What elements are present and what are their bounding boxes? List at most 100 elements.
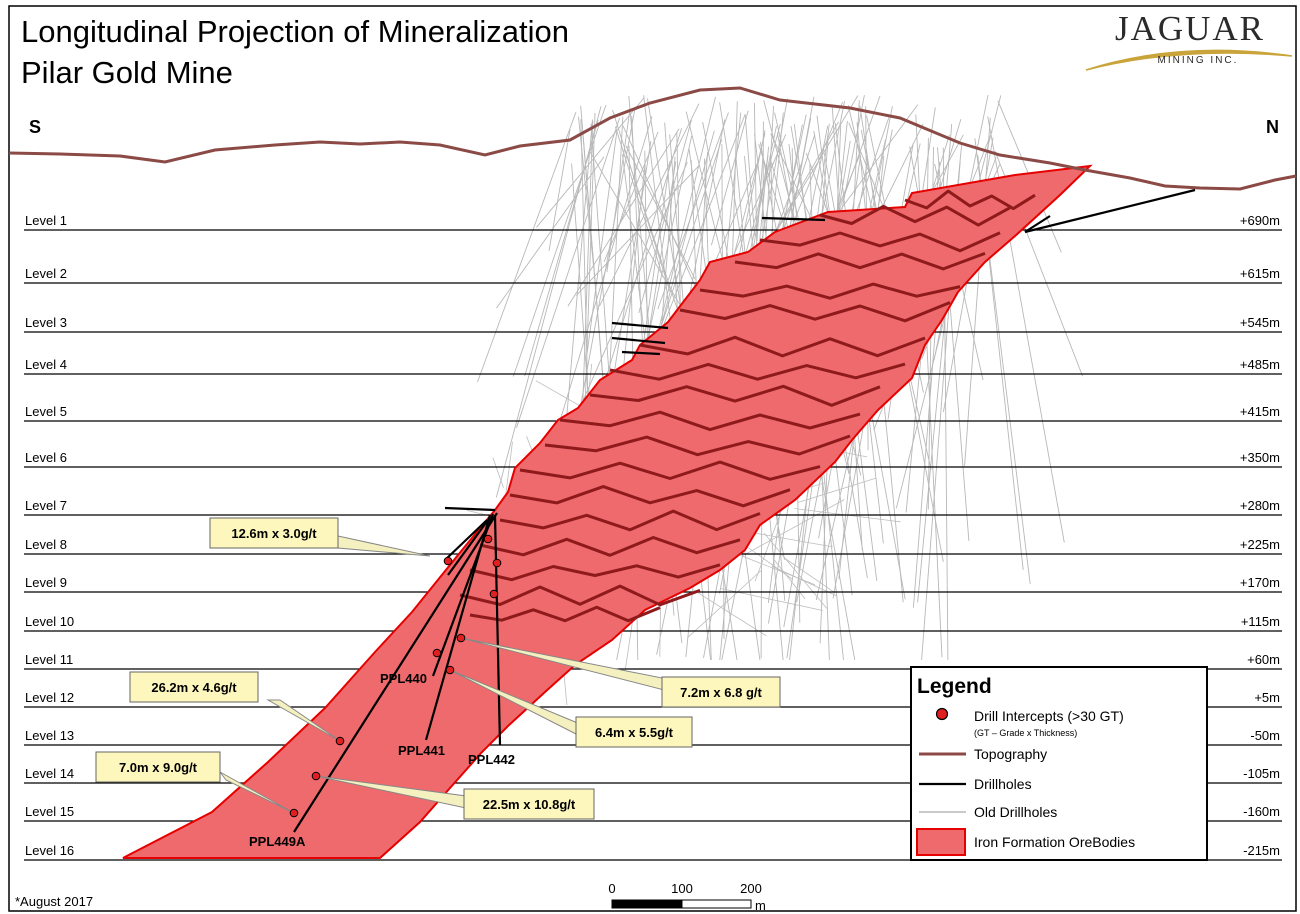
callouts-layer: 12.6m x 3.0g/t 26.2m x 4.6g/t 7.0m x 9.0… xyxy=(95,517,781,820)
level-elevation: +350m xyxy=(1240,450,1280,465)
level-label: Level 2 xyxy=(25,266,67,281)
drillhole-ppl440-c xyxy=(447,519,489,576)
ore-vein xyxy=(499,509,761,532)
ore-vein xyxy=(469,605,661,623)
ore-vein xyxy=(759,231,1001,253)
ore-vein xyxy=(509,485,791,508)
level-elevation: +280m xyxy=(1240,498,1280,513)
old-drillhole xyxy=(580,119,589,396)
old-drillhole xyxy=(512,104,607,377)
old-drillhole xyxy=(599,103,700,307)
intercept-marker xyxy=(311,771,321,781)
legend-label-old-drillholes: Old Drillholes xyxy=(974,804,1057,820)
callout-12-6: 12.6m x 3.0g/t xyxy=(209,517,339,549)
old-drillhole xyxy=(744,113,756,236)
old-drillhole xyxy=(567,128,680,307)
intercept-marker xyxy=(456,633,466,643)
level-elevation: +5m xyxy=(1254,690,1280,705)
level-elevation: +545m xyxy=(1240,315,1280,330)
callout-label: 26.2m x 4.6g/t xyxy=(151,680,237,695)
ore-vein xyxy=(609,362,906,381)
level-label: Level 13 xyxy=(25,728,74,743)
level-label: Level 8 xyxy=(25,537,67,552)
old-drillhole xyxy=(710,110,749,246)
drillhole-label-ppl441: PPL441 xyxy=(398,743,445,758)
intercept-marker xyxy=(443,556,453,566)
legend-heading: Legend xyxy=(917,675,992,698)
drill-intercepts-layer xyxy=(289,534,502,818)
ore-vein xyxy=(544,434,851,457)
drillhole-label-ppl440: PPL440 xyxy=(380,671,427,686)
old-drillhole xyxy=(687,569,762,639)
drillhole-level4-stub xyxy=(621,350,661,356)
leader-26-2 xyxy=(266,699,341,742)
level-elevation: -160m xyxy=(1243,804,1280,819)
scale-tick-0: 0 xyxy=(608,881,615,896)
drillhole-label-ppl449a: PPL449A xyxy=(249,834,306,849)
legend-label-drillholes: Drillholes xyxy=(974,776,1032,792)
callout-label: 22.5m x 10.8g/t xyxy=(483,797,576,812)
ore-vein xyxy=(459,584,701,607)
callout-7-0: 7.0m x 9.0g/t xyxy=(95,751,221,783)
level-elevation: +485m xyxy=(1240,357,1280,372)
level-label: Level 14 xyxy=(25,766,74,781)
level-label: Level 9 xyxy=(25,575,67,590)
title-line-2: Pilar Gold Mine xyxy=(21,55,233,90)
old-drillhole xyxy=(763,533,828,609)
old-drillhole xyxy=(742,499,845,557)
old-drillhole xyxy=(477,112,577,383)
logo-subtitle: MINING INC. xyxy=(1158,55,1239,66)
old-drillhole xyxy=(669,134,685,310)
scale-unit: m xyxy=(755,898,766,913)
ore-veins-layer xyxy=(459,189,1036,623)
ore-vein xyxy=(519,460,821,481)
old-drillhole xyxy=(536,97,645,228)
legend-label-orebodies: Iron Formation OreBodies xyxy=(974,834,1135,850)
scale-bar: 0 100 200 m xyxy=(608,881,765,913)
level-elevation: +60m xyxy=(1247,652,1280,667)
ore-vein xyxy=(679,301,951,323)
title-line-1: Longitudinal Projection of Mineralizatio… xyxy=(21,14,569,49)
ore-vein xyxy=(589,384,881,407)
drillhole-level1-stub xyxy=(761,216,826,222)
level-elevation: +170m xyxy=(1240,575,1280,590)
level-elevation: -105m xyxy=(1243,766,1280,781)
scale-tick-100: 100 xyxy=(671,881,693,896)
legend-box xyxy=(910,666,1208,861)
leader-7-0 xyxy=(219,771,295,814)
callout-22-5: 22.5m x 10.8g/t xyxy=(463,788,595,820)
old-drillhole xyxy=(586,129,618,354)
callout-label: 6.4m x 5.5g/t xyxy=(595,725,674,740)
scale-tick-200: 200 xyxy=(740,881,762,896)
callout-label: 7.2m x 6.8 g/t xyxy=(680,685,762,700)
direction-north: N xyxy=(1266,117,1279,137)
drillhole-label-ppl442: PPL442 xyxy=(468,752,515,767)
level-elevation: +225m xyxy=(1240,537,1280,552)
intercept-marker xyxy=(489,589,499,599)
callout-label: 12.6m x 3.0g/t xyxy=(231,526,317,541)
callout-26-2: 26.2m x 4.6g/t xyxy=(129,671,259,703)
legend-sublabel-intercepts: (GT – Grade x Thickness) xyxy=(974,728,1077,738)
old-drillhole xyxy=(784,558,834,593)
drillhole-ppl440-b xyxy=(444,519,488,561)
level-label: Level 5 xyxy=(25,404,67,419)
level-label: Level 1 xyxy=(25,213,67,228)
callout-7-2: 7.2m x 6.8 g/t xyxy=(661,676,781,708)
legend-label-topography: Topography xyxy=(974,746,1047,762)
level-elevation: +415m xyxy=(1240,404,1280,419)
level-label: Level 3 xyxy=(25,315,67,330)
ore-vein xyxy=(734,251,986,271)
ore-vein xyxy=(639,335,926,358)
legend-orebody-symbol xyxy=(916,828,966,856)
ore-vein xyxy=(819,204,1011,227)
level-label: Level 7 xyxy=(25,498,67,513)
iron-formation-orebody xyxy=(122,164,1093,859)
intercept-marker xyxy=(483,534,493,544)
old-drillhole xyxy=(588,149,691,324)
old-drillhole xyxy=(797,477,877,503)
old-drillhole xyxy=(571,163,589,398)
ore-vein xyxy=(469,563,721,582)
level-elevation: +615m xyxy=(1240,266,1280,281)
legend-label-intercepts: Drill Intercepts (>30 GT) xyxy=(974,708,1124,724)
